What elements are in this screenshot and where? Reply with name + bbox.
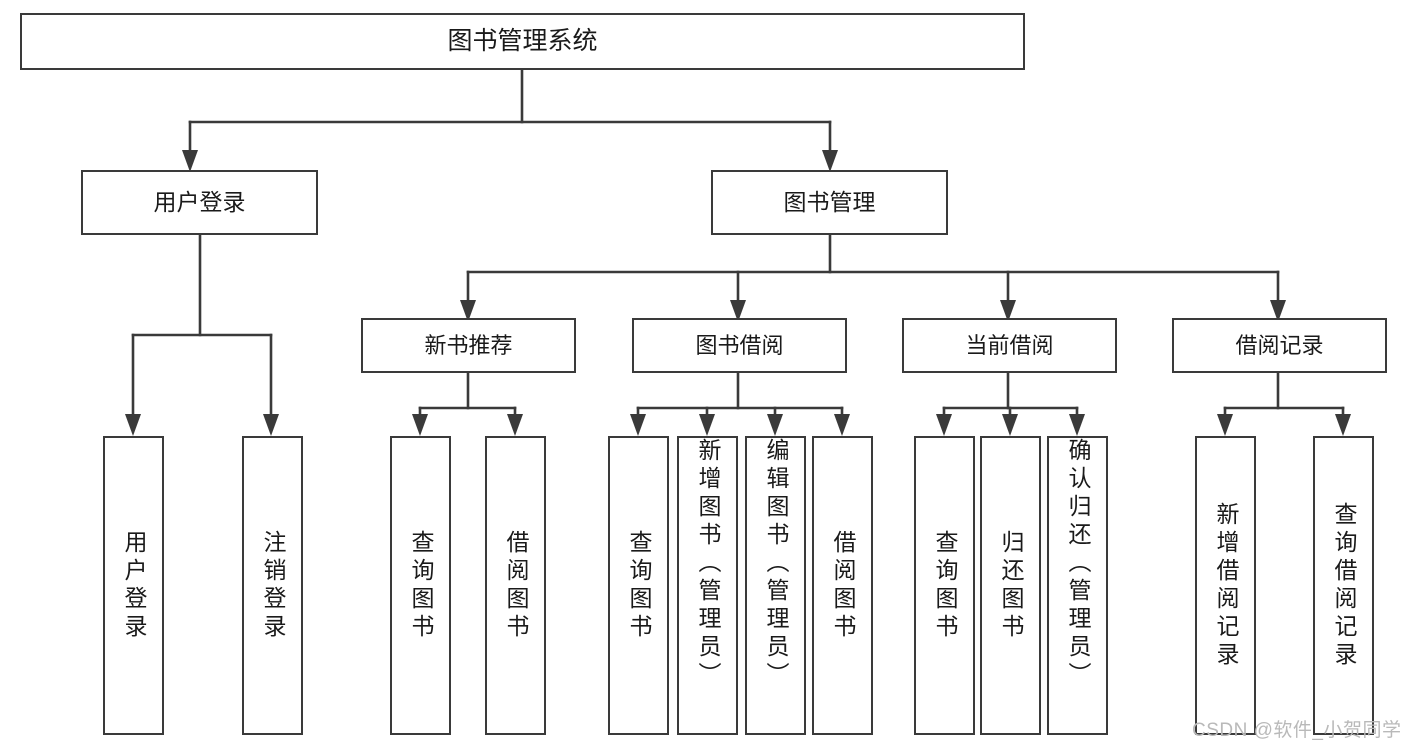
node-leaf-edit-book-label: 编辑图书（管理员） (763, 438, 789, 690)
node-leaf-query-book-3-label: 查询图书 (932, 529, 958, 642)
node-leaf-query-book-2-label: 查询图书 (626, 529, 652, 642)
node-user-login-label: 用户登录 (153, 189, 246, 216)
node-leaf-logout[interactable]: 注销登录 (242, 436, 303, 735)
node-leaf-borrow-book-1-label: 借阅图书 (503, 529, 529, 642)
node-leaf-confirm-return-label: 确认归还（管理员） (1065, 438, 1091, 690)
node-root-label: 图书管理系统 (447, 27, 598, 56)
node-root[interactable]: 图书管理系统 (20, 13, 1025, 70)
node-leaf-query-record[interactable]: 查询借阅记录 (1313, 436, 1374, 735)
node-borrow-record[interactable]: 借阅记录 (1172, 318, 1387, 373)
node-leaf-return-book[interactable]: 归还图书 (980, 436, 1041, 735)
node-leaf-borrow-book-2[interactable]: 借阅图书 (812, 436, 873, 735)
node-leaf-borrow-book-2-label: 借阅图书 (830, 529, 856, 642)
node-current-borrow-label: 当前借阅 (965, 332, 1054, 358)
node-leaf-add-book-label: 新增图书（管理员） (695, 438, 721, 690)
node-leaf-query-book-1[interactable]: 查询图书 (390, 436, 451, 735)
node-new-book-recommend-label: 新书推荐 (424, 332, 513, 358)
node-leaf-query-book-2[interactable]: 查询图书 (608, 436, 669, 735)
node-leaf-user-login-label: 用户登录 (121, 529, 147, 642)
node-leaf-confirm-return[interactable]: 确认归还（管理员） (1047, 436, 1108, 735)
node-leaf-logout-label: 注销登录 (260, 529, 286, 642)
node-book-borrow[interactable]: 图书借阅 (632, 318, 847, 373)
node-leaf-add-record[interactable]: 新增借阅记录 (1195, 436, 1256, 735)
node-leaf-query-book-3[interactable]: 查询图书 (914, 436, 975, 735)
node-leaf-add-book[interactable]: 新增图书（管理员） (677, 436, 738, 735)
node-leaf-add-record-label: 新增借阅记录 (1213, 501, 1239, 670)
node-leaf-query-book-1-label: 查询图书 (408, 529, 434, 642)
node-book-borrow-label: 图书借阅 (695, 332, 784, 358)
node-leaf-query-record-label: 查询借阅记录 (1331, 501, 1357, 670)
arrowheads (125, 150, 1351, 436)
node-leaf-borrow-book-1[interactable]: 借阅图书 (485, 436, 546, 735)
node-user-login[interactable]: 用户登录 (81, 170, 318, 235)
node-leaf-user-login[interactable]: 用户登录 (103, 436, 164, 735)
node-leaf-return-book-label: 归还图书 (998, 529, 1024, 642)
node-leaf-edit-book[interactable]: 编辑图书（管理员） (745, 436, 806, 735)
node-new-book-recommend[interactable]: 新书推荐 (361, 318, 576, 373)
node-borrow-record-label: 借阅记录 (1235, 332, 1324, 358)
node-current-borrow[interactable]: 当前借阅 (902, 318, 1117, 373)
node-book-manage-label: 图书管理 (783, 189, 876, 216)
node-book-manage[interactable]: 图书管理 (711, 170, 948, 235)
